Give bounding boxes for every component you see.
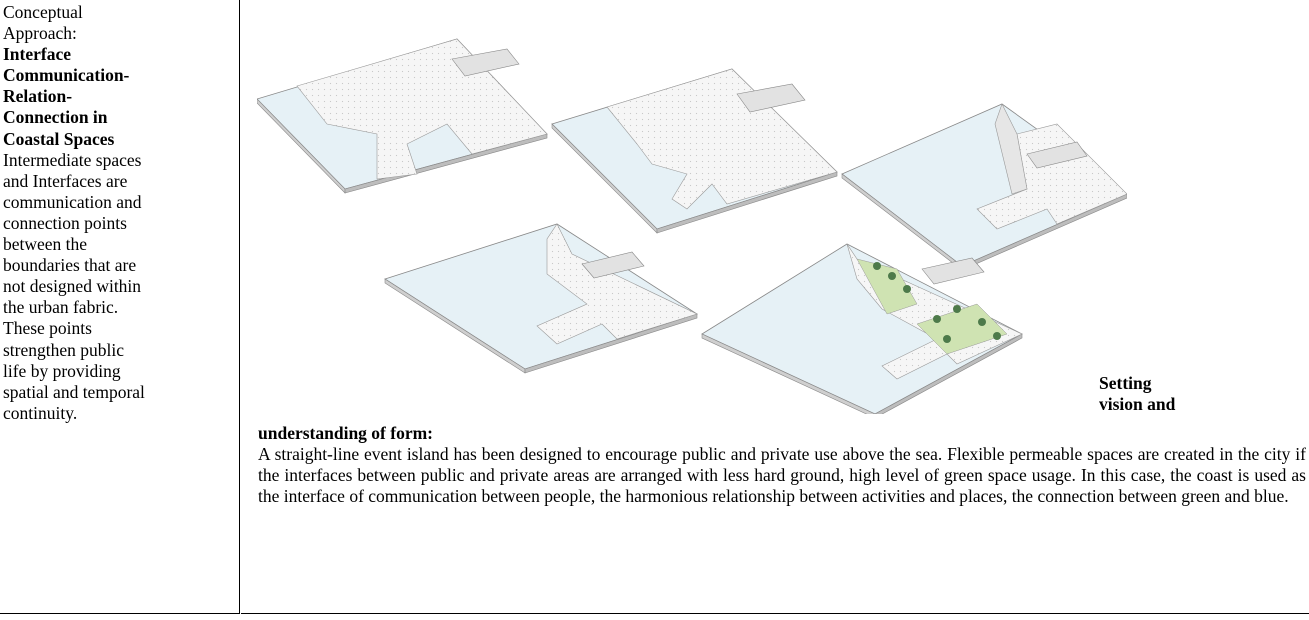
concept-title-4: Connection in <box>3 107 108 128</box>
concept-title-3: Relation- <box>3 86 73 107</box>
concept-title-1: Interface <box>3 44 72 65</box>
concept-body-10: strengthen public <box>3 339 125 360</box>
concept-body-12: spatial and temporal <box>3 381 145 402</box>
concept-text: Conceptual Approach: Interface Communica… <box>3 2 236 424</box>
left-column: Conceptual Approach: Interface Communica… <box>0 0 240 614</box>
description-paragraph: A straight-line event island has been de… <box>258 444 1306 507</box>
concept-body-9: These points <box>3 318 92 339</box>
isometric-panel-3 <box>841 103 1127 271</box>
setting-line-2: vision and <box>1099 394 1176 414</box>
understanding-heading: understanding of form: <box>258 423 434 443</box>
concept-body-5: between the <box>3 234 88 255</box>
concept-title-5: Coastal Spaces <box>3 128 115 149</box>
concept-body-8: the urban fabric. <box>3 297 119 318</box>
concept-label-1: Conceptual <box>3 2 83 22</box>
concept-body-11: life by providing <box>3 360 121 381</box>
concept-body-2: and Interfaces are <box>3 170 128 191</box>
concept-body-6: boundaries that are <box>3 255 137 276</box>
isometric-panel-2 <box>551 68 838 234</box>
isometric-panel-4 <box>384 223 698 374</box>
concept-body-7: not designed within <box>3 276 142 297</box>
isometric-panel-5 <box>701 243 1023 414</box>
right-column <box>241 0 1309 614</box>
concept-title-2: Communication- <box>3 65 130 86</box>
concept-body-13: continuity. <box>3 402 78 423</box>
concept-body-4: connection points <box>3 212 127 233</box>
concept-label-2: Approach: <box>3 23 77 44</box>
setting-vision-heading: Setting vision and <box>1099 373 1175 415</box>
isometric-panel-1 <box>257 38 548 194</box>
isometric-diagrams-figure <box>257 38 1127 414</box>
concept-body-3: communication and <box>3 191 142 212</box>
concept-body-1: Intermediate spaces <box>3 149 142 170</box>
setting-line-1: Setting <box>1099 373 1152 393</box>
